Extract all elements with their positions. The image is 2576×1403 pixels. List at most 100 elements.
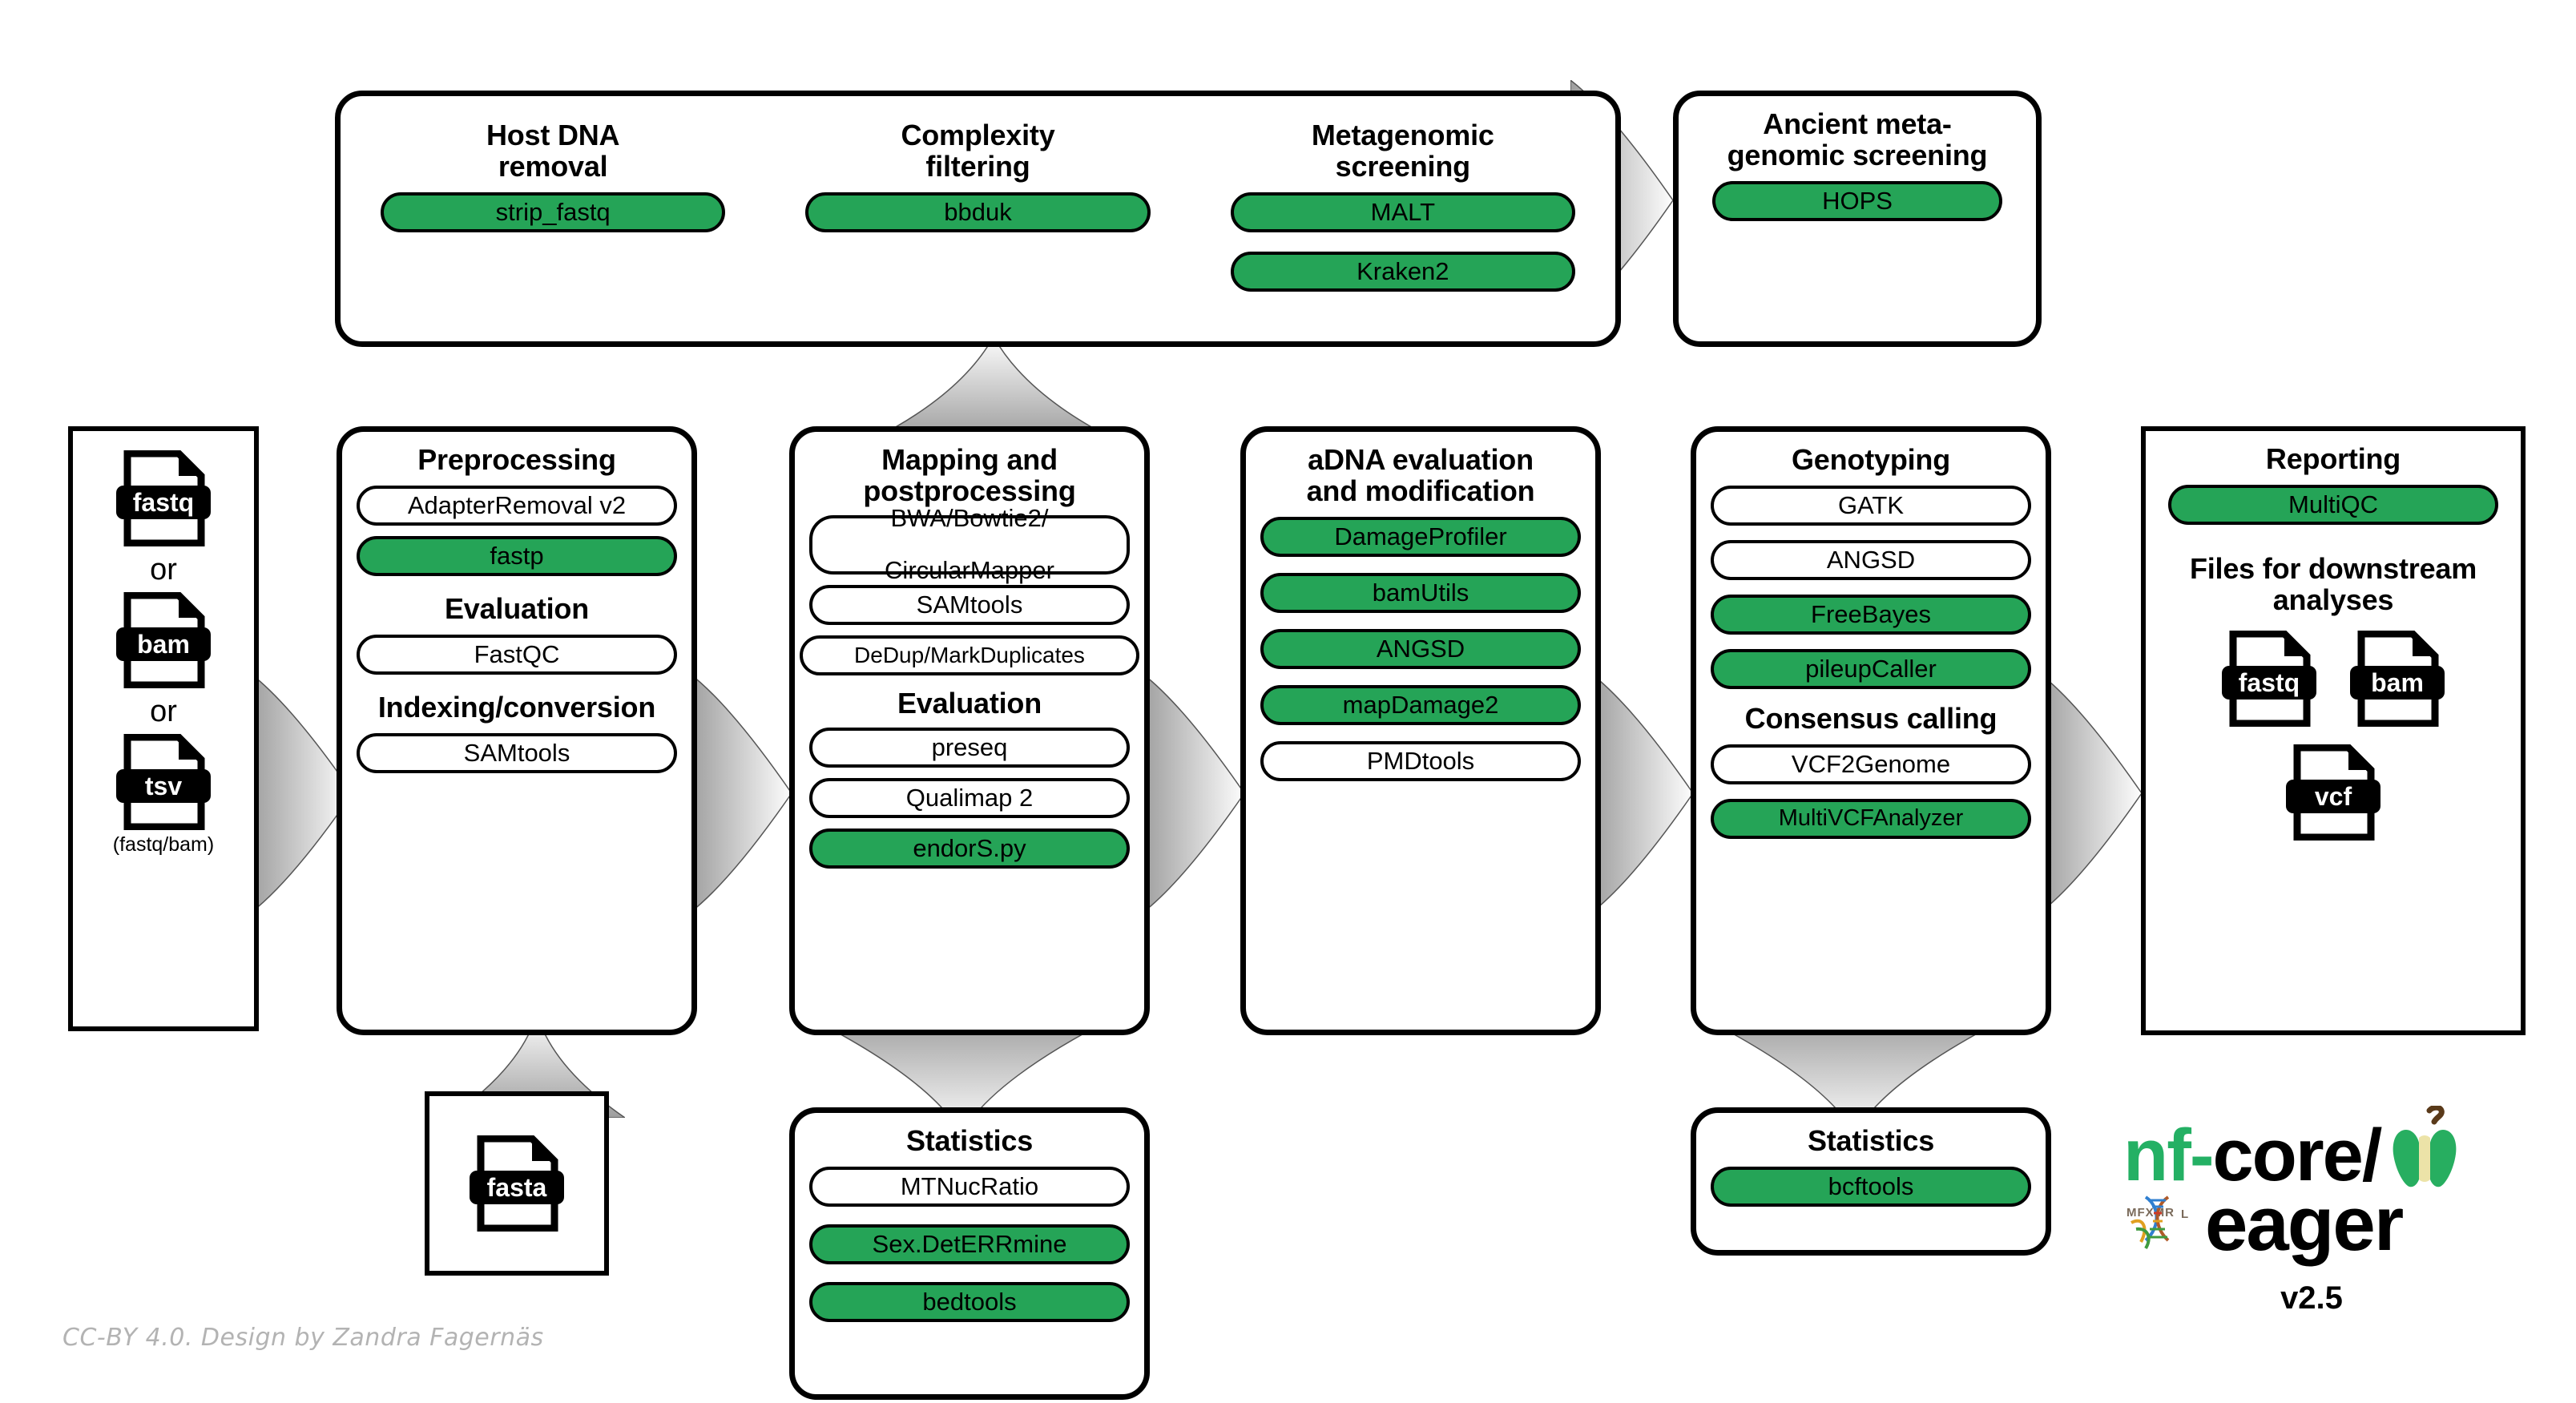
tool-pill-fastqc[interactable]: FastQC <box>357 634 677 675</box>
svg-text:bam: bam <box>2371 668 2424 697</box>
tool-pill-pileupcaller[interactable]: pileupCaller <box>1711 648 2031 689</box>
file-bam-icon: bam <box>2350 630 2445 727</box>
adna-title-line2: and modification <box>1306 474 1535 507</box>
mapping-title: Mapping and postprocessing <box>803 443 1136 507</box>
column-title-line1: Host DNA <box>486 119 620 151</box>
input-files-box: fastq or bam or tsv <box>68 426 259 1031</box>
tool-pill-mtnucratio[interactable]: MTNucRatio <box>809 1166 1130 1207</box>
tool-pill-bedtools[interactable]: bedtools <box>809 1281 1130 1322</box>
column-title-line1: Complexity <box>901 119 1055 151</box>
tool-pill-multivcfanalyzer[interactable]: MultiVCFAnalyzer <box>1711 798 2031 839</box>
statistics-genotyping-box: Statistics bcftools <box>1691 1107 2051 1256</box>
tool-pill-strip-fastq[interactable]: strip_fastq <box>381 192 726 232</box>
dna-helix-icon: MFXMR L <box>2123 1181 2200 1268</box>
ancient-screening-title-line2: genomic screening <box>1727 138 1988 171</box>
tool-pill-dedup-markduplicates[interactable]: DeDup/MarkDuplicates <box>800 635 1139 675</box>
column-title: Complexity filtering <box>773 119 1182 183</box>
tool-pill-malt[interactable]: MALT <box>1230 192 1575 232</box>
reference-fasta-box: fasta <box>425 1091 609 1276</box>
svg-text:vcf: vcf <box>2315 782 2352 811</box>
preprocessing-box: Preprocessing AdapterRemoval v2 fastp Ev… <box>337 426 697 1035</box>
adna-title: aDNA evaluation and modification <box>1254 443 1587 507</box>
logo-line-2: MFXMR L eager <box>2123 1181 2540 1268</box>
tool-pill-damageprofiler[interactable]: DamageProfiler <box>1260 516 1581 557</box>
genotyping-subheading-consensus: Consensus calling <box>1744 701 1998 735</box>
input-or-text-2: or <box>150 695 177 728</box>
tool-pill-mapdamage2[interactable]: mapDamage2 <box>1260 684 1581 725</box>
reporting-box: Reporting MultiQC Files for downstream a… <box>2141 426 2526 1035</box>
tool-pill-endors-py[interactable]: endorS.py <box>809 828 1130 869</box>
tool-pill-line2: CircularMapper <box>885 556 1054 585</box>
column-title: Metagenomic screening <box>1199 119 1607 183</box>
ancient-screening-title: Ancient meta- genomic screening <box>1687 108 2028 171</box>
file-fastq-icon: fastq <box>2222 630 2316 727</box>
statistics-mapping-title: Statistics <box>905 1124 1034 1157</box>
file-vcf-icon: vcf <box>2286 744 2380 841</box>
screening-group-box: Host DNA removal strip_fastq Complexity … <box>335 91 1621 347</box>
arrow-preprocessing-to-mapping <box>689 673 793 913</box>
logo-eager-text: eager <box>2205 1181 2404 1267</box>
svg-text:fastq: fastq <box>2239 668 2300 697</box>
logo-dash-text: - <box>2189 1114 2215 1196</box>
reporting-title: Reporting <box>2265 442 2401 475</box>
svg-text:MFXMR: MFXMR <box>2127 1206 2175 1220</box>
tool-pill-multiqc[interactable]: MultiQC <box>2168 484 2498 525</box>
column-title: Host DNA removal <box>349 119 757 183</box>
mapping-box: Mapping and postprocessing BWA/Bowtie2/ … <box>789 426 1150 1035</box>
screening-column-metagenomic-screening: Metagenomic screening MALT Kraken2 <box>1191 96 1615 341</box>
tool-pill-angsd-adna[interactable]: ANGSD <box>1260 628 1581 669</box>
statistics-genotyping-title: Statistics <box>1807 1124 1935 1157</box>
genotyping-title: Genotyping <box>1792 443 1950 476</box>
arrow-mapping-to-screening <box>873 337 1114 441</box>
tool-pill-freebayes[interactable]: FreeBayes <box>1711 594 2031 635</box>
arrow-mapping-to-adna <box>1142 673 1246 913</box>
screening-column-complexity-filtering: Complexity filtering bbduk <box>765 96 1190 341</box>
tool-pill-vcf2genome[interactable]: VCF2Genome <box>1711 744 2031 784</box>
tool-pill-adapterremoval-v2[interactable]: AdapterRemoval v2 <box>357 485 677 526</box>
preprocessing-title: Preprocessing <box>417 443 616 476</box>
preprocessing-subheading-evaluation: Evaluation <box>444 591 590 625</box>
reporting-downstream-title-line2: analyses <box>2272 583 2394 616</box>
logo-nf-text: nf <box>2123 1114 2191 1196</box>
tool-pill-bbduk[interactable]: bbduk <box>805 192 1151 232</box>
column-title-line2: screening <box>1335 149 1470 183</box>
tool-pill-gatk[interactable]: GATK <box>1711 485 2031 526</box>
svg-text:fasta: fasta <box>487 1173 547 1202</box>
file-fasta-icon: fasta <box>470 1135 564 1232</box>
column-title-line2: filtering <box>925 149 1030 183</box>
tool-pill-qualimap-2[interactable]: Qualimap 2 <box>809 777 1130 818</box>
mapping-title-line1: Mapping and <box>881 443 1058 476</box>
tool-pill-bwa-bowtie2-circularmapper[interactable]: BWA/Bowtie2/ CircularMapper <box>809 505 1130 583</box>
statistics-mapping-box: Statistics MTNucRatio Sex.DetERRmine bed… <box>789 1107 1150 1400</box>
svg-text:fastq: fastq <box>133 488 194 517</box>
adna-box: aDNA evaluation and modification DamageP… <box>1240 426 1601 1035</box>
input-note: (fastq/bam) <box>112 833 215 856</box>
svg-text:L: L <box>2181 1207 2188 1221</box>
column-title-line1: Metagenomic <box>1311 119 1494 151</box>
tool-pill-hops[interactable]: HOPS <box>1712 180 2002 221</box>
tool-pill-samtools-mapping[interactable]: SAMtools <box>809 584 1130 625</box>
tool-pill-line1: BWA/Bowtie2/ <box>890 503 1049 532</box>
reporting-downstream-title: Files for downstream analyses <box>2154 551 2513 616</box>
reporting-downstream-title-line1: Files for downstream <box>2189 551 2477 585</box>
tool-pill-bcftools[interactable]: bcftools <box>1711 1166 2031 1207</box>
column-title-line2: removal <box>498 149 608 183</box>
tool-pill-samtools-preprocessing[interactable]: SAMtools <box>357 732 677 773</box>
tool-pill-bamutils[interactable]: bamUtils <box>1260 572 1581 613</box>
file-bam-icon: bam <box>116 592 211 688</box>
apple-core-icon <box>2390 1104 2459 1204</box>
adna-title-line1: aDNA evaluation <box>1308 443 1534 476</box>
tool-pill-sex-deterrmine[interactable]: Sex.DetERRmine <box>809 1224 1130 1264</box>
tool-pill-kraken2[interactable]: Kraken2 <box>1230 251 1575 292</box>
screening-column-host-dna-removal: Host DNA removal strip_fastq <box>341 96 765 341</box>
tool-pill-fastp[interactable]: fastp <box>357 535 677 576</box>
genotyping-box: Genotyping GATK ANGSD FreeBayes pileupCa… <box>1691 426 2051 1035</box>
ancient-screening-box: Ancient meta- genomic screening HOPS <box>1673 91 2042 347</box>
mapping-subheading-evaluation: Evaluation <box>897 686 1042 720</box>
tool-pill-pmdtools[interactable]: PMDtools <box>1260 740 1581 781</box>
logo-version: v2.5 <box>2280 1280 2343 1316</box>
nf-core-eager-logo: nf-core/ MFXMR L <box>2123 1104 2540 1370</box>
tool-pill-angsd-genotyping[interactable]: ANGSD <box>1711 539 2031 580</box>
tool-pill-preseq[interactable]: preseq <box>809 727 1130 768</box>
